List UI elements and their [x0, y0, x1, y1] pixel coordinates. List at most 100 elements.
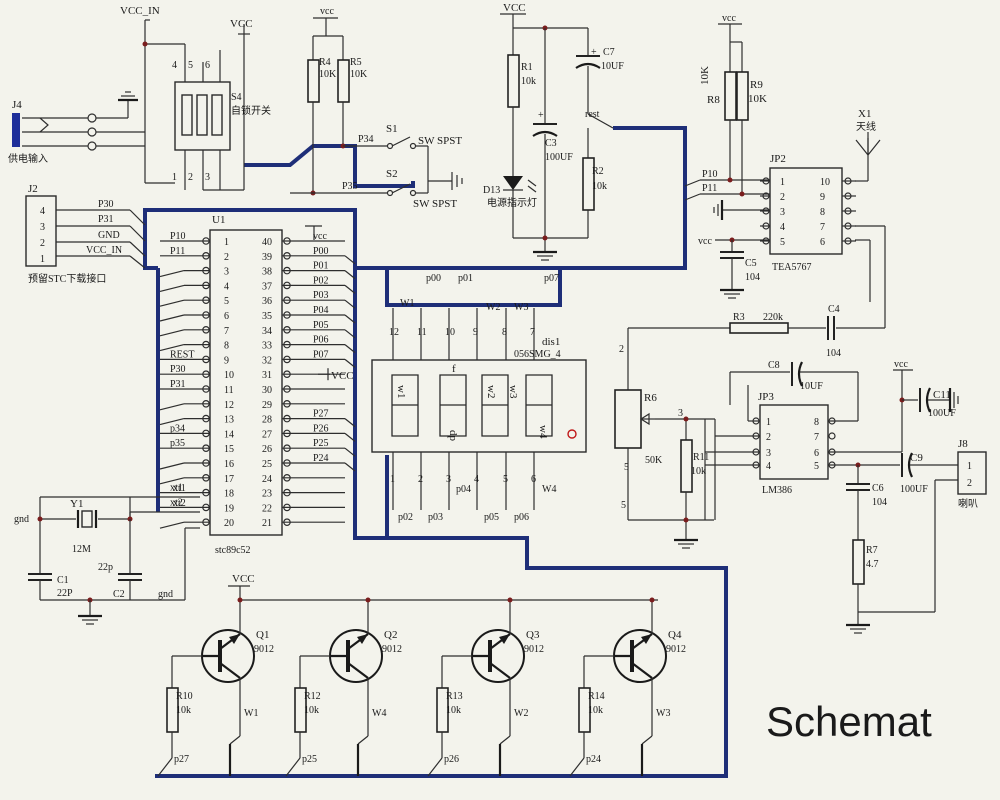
xt2-label: xt2	[173, 498, 186, 509]
r1-ref: R1	[521, 62, 533, 73]
bus-lines	[143, 126, 728, 778]
display-digits	[391, 374, 553, 437]
j2-pin-2: 2	[40, 238, 45, 249]
lm386-right-pin-5: 5	[814, 461, 819, 472]
display-bottom-net-0: p02	[398, 512, 413, 523]
r6-pot	[614, 389, 642, 449]
c3-ref: C3	[545, 138, 557, 149]
pullup-resistors: vcc R4 10K R5 10K	[307, 6, 368, 196]
mcu-right-net-39: P00	[313, 246, 329, 257]
lm386-left-pin-2: 2	[766, 432, 771, 443]
lm386-right-pin-6: 6	[814, 448, 819, 459]
bus-rest	[143, 126, 687, 270]
r7-value: 4.7	[866, 559, 879, 570]
pot-node-bottom-2: 5	[621, 500, 626, 511]
transistor-net-in-1: p25	[302, 754, 317, 765]
r6-ref: R6	[644, 392, 657, 404]
c5-value: 104	[745, 272, 760, 283]
mcu-left-net-10: P30	[170, 364, 186, 375]
tea-right-pin-6: 6	[820, 237, 825, 248]
transistor-net-out-3: W3	[656, 708, 670, 719]
display-body	[371, 359, 587, 453]
mcu-left-net-18: xt1	[170, 483, 183, 494]
transistor-ref-1: Q2	[384, 629, 397, 641]
schematic-title: Schemat	[766, 698, 932, 745]
tea-left-pin-2: 2	[780, 192, 785, 203]
display-top-net-2: p01	[458, 273, 473, 284]
vcc-r4r5-label: vcc	[320, 6, 334, 17]
r8	[724, 71, 737, 121]
display-bottom-pin-3: 3	[446, 474, 451, 485]
c11-ref: C11	[933, 389, 951, 401]
mcu-right-pin-34: 34	[262, 326, 272, 337]
r1-value: 10k	[521, 76, 536, 87]
crystal-y1: xt1 xt2 Y1 12M gnd gnd C1 22P 22p	[14, 483, 200, 625]
r8-ref: R8	[707, 94, 720, 106]
mcu-right-pin-30: 30	[262, 385, 272, 396]
c3-value: 100UF	[545, 152, 573, 163]
mcu-right-net-33: P06	[313, 335, 329, 346]
tea-left-pin-4: 4	[780, 222, 785, 233]
y1-ref: Y1	[70, 498, 83, 510]
display-dis1: dis1 056SMG_4 121W1p02112p00p03103p01p04…	[371, 273, 587, 523]
pot-node-bottom-1: 5	[624, 462, 629, 473]
transistor-res-ref-0: R10	[176, 691, 193, 702]
pot-node-top: 2	[619, 344, 624, 355]
mcu-left-pin-10: 10	[224, 370, 234, 381]
mcu-left-net-1: P10	[170, 231, 186, 242]
r2-value: 10k	[592, 181, 607, 192]
r5	[337, 59, 350, 103]
lm386-part: LM386	[762, 485, 792, 496]
transistor-part-2: 9012	[524, 644, 544, 655]
mcu-right-net-40: vcc	[313, 231, 327, 242]
transistor-res-value-3: 10k	[588, 705, 603, 716]
transistor-net-in-3: p24	[586, 754, 601, 765]
display-part: 056SMG_4	[514, 349, 561, 360]
mcu-right-net-25: P24	[313, 453, 329, 464]
mcu-right-pin-31: 31	[262, 370, 272, 381]
pot-wiper-node: 3	[678, 408, 683, 419]
display-bottom-net-1: p03	[428, 512, 443, 523]
mcu-right-net-27: P26	[313, 423, 329, 434]
mcu-left-pin-5: 5	[224, 296, 229, 307]
mcu-body	[209, 229, 283, 536]
d13-ref: D13	[483, 185, 500, 196]
mcu-right-pin-32: 32	[262, 355, 272, 366]
vcc-drivers-label: VCC	[232, 573, 255, 585]
r8-value: 10K	[699, 66, 711, 85]
display-bottom-pin-1: 1	[390, 474, 395, 485]
s4-pin-5: 5	[188, 60, 193, 71]
lm386-right-pin-8: 8	[814, 417, 819, 428]
c11-value: 100UF	[928, 408, 956, 419]
c6-value: 104	[872, 497, 887, 508]
tea-net-p11: P11	[702, 183, 717, 194]
digit-2	[439, 374, 467, 437]
tea-right-pin-10: 10	[820, 177, 830, 188]
display-top-pin-7: 7	[530, 327, 535, 338]
r2-ref: R2	[592, 166, 604, 177]
mcu-left-pin-17: 17	[224, 474, 234, 485]
display-bottom-net-2: p04	[456, 484, 471, 495]
s4-pin-3: 3	[205, 172, 210, 183]
bus-right-down	[155, 268, 728, 778]
s4-ref: S4	[231, 92, 242, 103]
gnd-label-xtal: gnd	[158, 589, 173, 600]
r1	[507, 54, 520, 108]
mcu-right-pin-25: 25	[262, 459, 272, 470]
tea-left-pin-3: 3	[780, 207, 785, 218]
transistor-part-3: 9012	[666, 644, 686, 655]
mcu-ref: U1	[212, 214, 225, 226]
switch-s2: P35 S2 SW SPST	[290, 168, 463, 210]
s4-pin-2: 2	[188, 172, 193, 183]
j2-net-p31: P31	[98, 214, 114, 225]
display-top-net-4: W3	[514, 302, 528, 313]
r7-ref: R7	[866, 545, 878, 556]
j8-ref: J8	[958, 438, 968, 450]
mcu-left-pin-6: 6	[224, 311, 229, 322]
r9	[736, 71, 749, 121]
j2-pin-3: 3	[40, 222, 45, 233]
